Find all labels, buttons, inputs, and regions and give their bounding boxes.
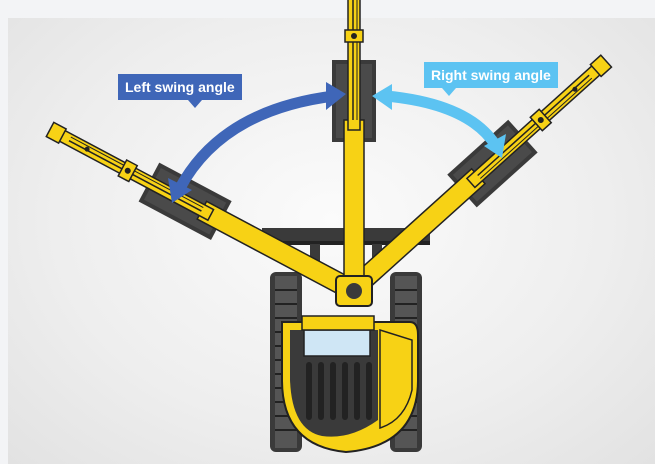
- right-swing-angle-text: Right swing angle: [431, 67, 551, 83]
- left-swing-angle-label: Left swing angle: [118, 74, 242, 108]
- cab-window: [303, 329, 371, 357]
- left-label-pointer: [188, 100, 202, 108]
- left-swing-angle-text: Left swing angle: [125, 79, 235, 95]
- boom-left-position: [38, 109, 362, 310]
- left-swing-arrow: [168, 82, 346, 203]
- right-swing-angle-label: Right swing angle: [424, 62, 558, 96]
- excavator-body: [281, 315, 419, 454]
- right-label-pointer: [442, 88, 456, 96]
- swing-pivot: [335, 275, 373, 307]
- right-swing-arrow: [372, 84, 506, 158]
